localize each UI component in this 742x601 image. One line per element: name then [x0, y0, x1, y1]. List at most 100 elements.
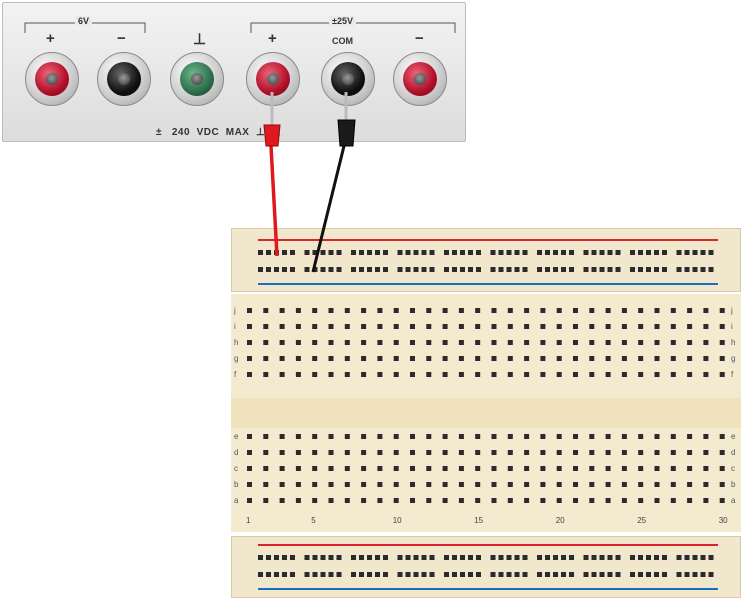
terminal-hole[interactable]: [393, 324, 399, 329]
terminal-hole[interactable]: [670, 308, 676, 313]
terminal-hole[interactable]: [247, 324, 252, 329]
bottom-rail-hole[interactable]: [506, 555, 512, 560]
terminal-hole[interactable]: [703, 466, 709, 471]
top-rail-hole[interactable]: [429, 250, 435, 255]
terminal-hole[interactable]: [361, 308, 367, 313]
terminal-hole[interactable]: [556, 308, 562, 313]
bottom-rail-hole[interactable]: [258, 572, 263, 577]
terminal-hole[interactable]: [458, 356, 464, 361]
terminal-hole[interactable]: [247, 372, 252, 377]
terminal-hole[interactable]: [426, 498, 432, 503]
terminal-hole[interactable]: [312, 340, 318, 345]
terminal-hole[interactable]: [426, 340, 432, 345]
terminal-hole[interactable]: [589, 434, 595, 439]
terminal-hole[interactable]: [524, 372, 530, 377]
terminal-hole[interactable]: [670, 482, 676, 487]
top-rail-hole[interactable]: [684, 267, 690, 272]
terminal-hole[interactable]: [589, 324, 595, 329]
terminal-hole[interactable]: [670, 372, 676, 377]
terminal-hole[interactable]: [263, 324, 269, 329]
terminal-hole[interactable]: [458, 308, 464, 313]
terminal-hole[interactable]: [426, 482, 432, 487]
top-rail-hole[interactable]: [274, 267, 279, 272]
bottom-rail-hole[interactable]: [630, 572, 635, 577]
terminal-hole[interactable]: [719, 498, 725, 503]
terminal-hole[interactable]: [687, 324, 693, 329]
top-rail-hole[interactable]: [351, 250, 356, 255]
bottom-rail-hole[interactable]: [460, 572, 465, 577]
terminal-hole[interactable]: [524, 356, 530, 361]
top-rail-hole[interactable]: [320, 267, 326, 272]
bottom-rail-hole[interactable]: [336, 572, 342, 577]
top-rail-hole[interactable]: [676, 267, 682, 272]
terminal-hole[interactable]: [442, 450, 448, 455]
bottom-rail-hole[interactable]: [506, 572, 512, 577]
top-rail-hole[interactable]: [561, 250, 566, 255]
terminal-hole[interactable]: [295, 324, 301, 329]
top-rail-hole[interactable]: [383, 250, 388, 255]
terminal-hole[interactable]: [540, 356, 546, 361]
terminal-hole[interactable]: [524, 340, 530, 345]
terminal-hole[interactable]: [377, 308, 383, 313]
top-rail-hole[interactable]: [537, 250, 542, 255]
top-rail-hole[interactable]: [359, 267, 364, 272]
terminal-hole[interactable]: [638, 498, 644, 503]
bottom-rail-hole[interactable]: [646, 555, 651, 560]
terminal-hole[interactable]: [328, 356, 334, 361]
terminal-hole[interactable]: [279, 340, 285, 345]
top-rail-hole[interactable]: [591, 250, 597, 255]
bottom-rail-hole[interactable]: [522, 555, 528, 560]
top-rail-hole[interactable]: [336, 267, 342, 272]
top-rail-hole[interactable]: [460, 250, 465, 255]
top-rail-hole[interactable]: [662, 267, 667, 272]
terminal-hole[interactable]: [703, 372, 709, 377]
terminal-hole[interactable]: [393, 356, 399, 361]
terminal-hole[interactable]: [703, 498, 709, 503]
top-rail-hole[interactable]: [375, 250, 380, 255]
terminal-hole[interactable]: [312, 498, 318, 503]
terminal-hole[interactable]: [458, 340, 464, 345]
top-rail-hole[interactable]: [413, 250, 419, 255]
bottom-rail-hole[interactable]: [599, 555, 605, 560]
bottom-rail-hole[interactable]: [312, 572, 318, 577]
terminal-hole[interactable]: [377, 450, 383, 455]
terminal-hole[interactable]: [719, 308, 725, 313]
top-rail-hole[interactable]: [375, 267, 380, 272]
top-rail-hole[interactable]: [498, 250, 504, 255]
terminal-hole[interactable]: [621, 372, 627, 377]
terminal-hole[interactable]: [312, 482, 318, 487]
terminal-hole[interactable]: [442, 356, 448, 361]
terminal-hole[interactable]: [540, 434, 546, 439]
terminal-hole[interactable]: [393, 466, 399, 471]
bottom-rail-hole[interactable]: [320, 572, 326, 577]
terminal-hole[interactable]: [540, 324, 546, 329]
bottom-rail-hole[interactable]: [421, 555, 427, 560]
top-rail-hole[interactable]: [460, 267, 465, 272]
terminal-hole[interactable]: [263, 482, 269, 487]
top-rail-hole[interactable]: [646, 267, 651, 272]
terminal-hole[interactable]: [312, 372, 318, 377]
terminal-hole[interactable]: [687, 482, 693, 487]
terminal-hole[interactable]: [475, 372, 481, 377]
top-rail-hole[interactable]: [662, 250, 667, 255]
terminal-hole[interactable]: [719, 372, 725, 377]
bottom-rail-hole[interactable]: [692, 572, 698, 577]
terminal-hole[interactable]: [670, 356, 676, 361]
terminal-hole[interactable]: [687, 308, 693, 313]
bottom-rail-hole[interactable]: [282, 555, 287, 560]
terminal-hole[interactable]: [328, 308, 334, 313]
bottom-rail-hole[interactable]: [444, 572, 449, 577]
terminal-hole[interactable]: [491, 372, 497, 377]
terminal-hole[interactable]: [312, 450, 318, 455]
terminal-hole[interactable]: [410, 324, 415, 329]
bottom-rail-hole[interactable]: [607, 572, 613, 577]
bottom-rail-hole[interactable]: [676, 572, 682, 577]
terminal-hole[interactable]: [410, 482, 415, 487]
terminal-hole[interactable]: [719, 324, 725, 329]
terminal-hole[interactable]: [263, 498, 269, 503]
bottom-rail-hole[interactable]: [397, 572, 403, 577]
top-rail-hole[interactable]: [290, 250, 295, 255]
terminal-hole[interactable]: [524, 308, 530, 313]
top-rail-hole[interactable]: [304, 250, 310, 255]
terminal-hole[interactable]: [540, 450, 546, 455]
